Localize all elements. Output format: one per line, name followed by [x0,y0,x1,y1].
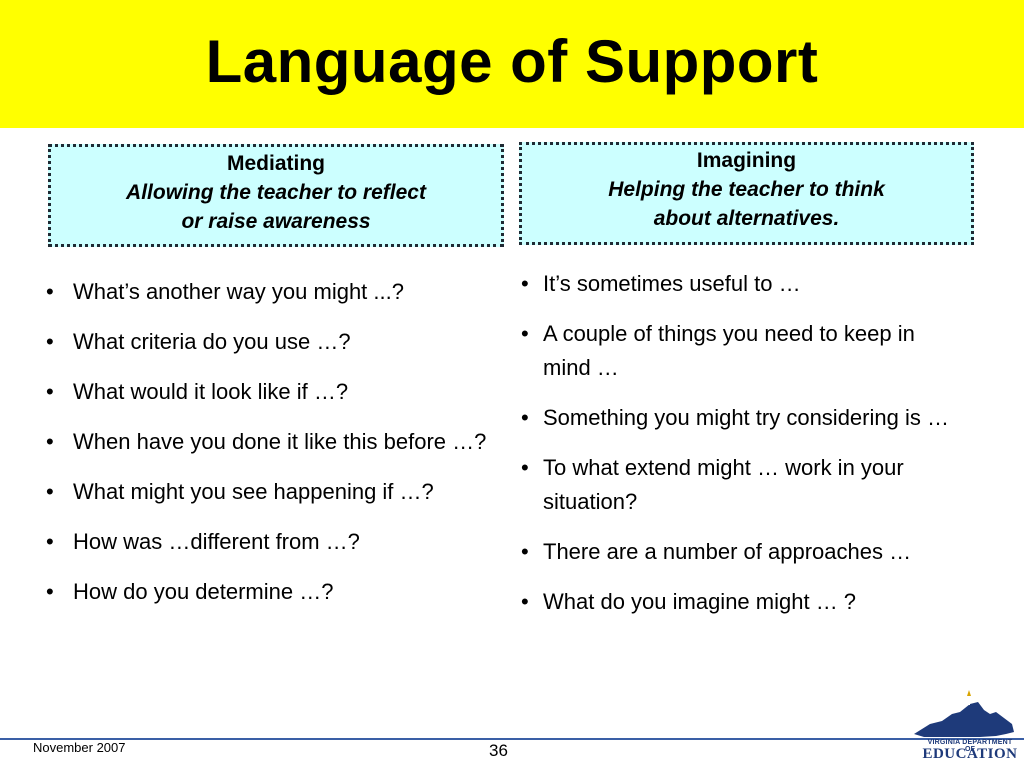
list-item: • To what extend might … work in your sit… [521,451,961,519]
bullet-icon: • [46,479,54,504]
list-item-text: It’s sometimes useful to … [543,271,801,296]
imagining-subtitle-line-2: about alternatives. [653,207,840,230]
bullet-icon: • [521,405,529,430]
title-banner: Language of Support [0,0,1024,128]
list-item-text: What’s another way you might ...? [73,279,404,304]
list-item-text: How do you determine …? [73,579,334,604]
bullet-icon: • [46,279,54,304]
virginia-doe-logo: VIRGINIA DEPARTMENT OF EDUCATION [900,690,1018,766]
list-item-text: What would it look like if …? [73,379,349,404]
list-item: • It’s sometimes useful to … [521,267,961,301]
footer-rule [0,738,1024,740]
list-item-text: What criteria do you use …? [73,329,351,354]
imagining-subtitle-line-1: Helping the teacher to think [608,178,885,201]
list-item: • How was …different from …? [46,525,506,559]
footer-date: November 2007 [33,740,126,755]
mediating-box: Mediating Allowing the teacher to reflec… [48,144,504,247]
logo-text-line-1: VIRGINIA DEPARTMENT OF [927,739,1013,753]
list-item-text: There are a number of approaches … [543,539,912,564]
mediating-subtitle-line-2: or raise awareness [181,210,371,233]
list-item: • What do you imagine might … ? [521,585,961,619]
list-item: • Something you might try considering is … [521,401,961,435]
list-item-text: To what extend might … work in your situ… [543,455,904,514]
list-item-text: What do you imagine might … ? [543,589,857,614]
virginia-map-torch-icon [914,690,1014,737]
list-item: • What would it look like if …? [46,375,506,409]
list-item: • There are a number of approaches … [521,535,961,569]
list-item-text: A couple of things you need to keep in m… [543,321,915,380]
list-item: • What might you see happening if …? [46,475,506,509]
bullet-icon: • [46,379,54,404]
bullet-icon: • [46,429,54,454]
bullet-icon: • [521,271,529,296]
slide-title: Language of Support [205,27,819,95]
list-item: • When have you done it like this before … [46,425,506,459]
mediating-subtitle-line-1: Allowing the teacher to reflect [126,181,426,204]
bullet-icon: • [46,579,54,604]
mediating-question-list: • What’s another way you might ...? • What… [46,275,506,625]
list-item: • What’s another way you might ...? [46,275,506,309]
page-number: 36 [489,741,508,760]
list-item-text: Something you might try considering is … [543,405,949,430]
list-item: • A couple of things you need to keep in … [521,317,961,385]
imagining-phrase-list: • It’s sometimes useful to … • A couple of… [521,267,961,635]
mediating-heading: Mediating [227,152,325,175]
bullet-icon: • [521,321,529,346]
imagining-heading: Imagining [696,149,797,172]
bullet-icon: • [521,455,529,480]
list-item-text: What might you see happening if …? [73,479,434,504]
list-item: • How do you determine …? [46,575,506,609]
list-item-text: When have you done it like this before …… [73,429,487,454]
bullet-icon: • [521,589,529,614]
bullet-icon: • [46,329,54,354]
list-item-text: How was …different from …? [73,529,360,554]
bullet-icon: • [521,539,529,564]
imagining-box: Imagining Helping the teacher to think a… [519,142,974,245]
bullet-icon: • [46,529,54,554]
logo-text-line-2: EDUCATION [922,746,1018,762]
list-item: • What criteria do you use …? [46,325,506,359]
